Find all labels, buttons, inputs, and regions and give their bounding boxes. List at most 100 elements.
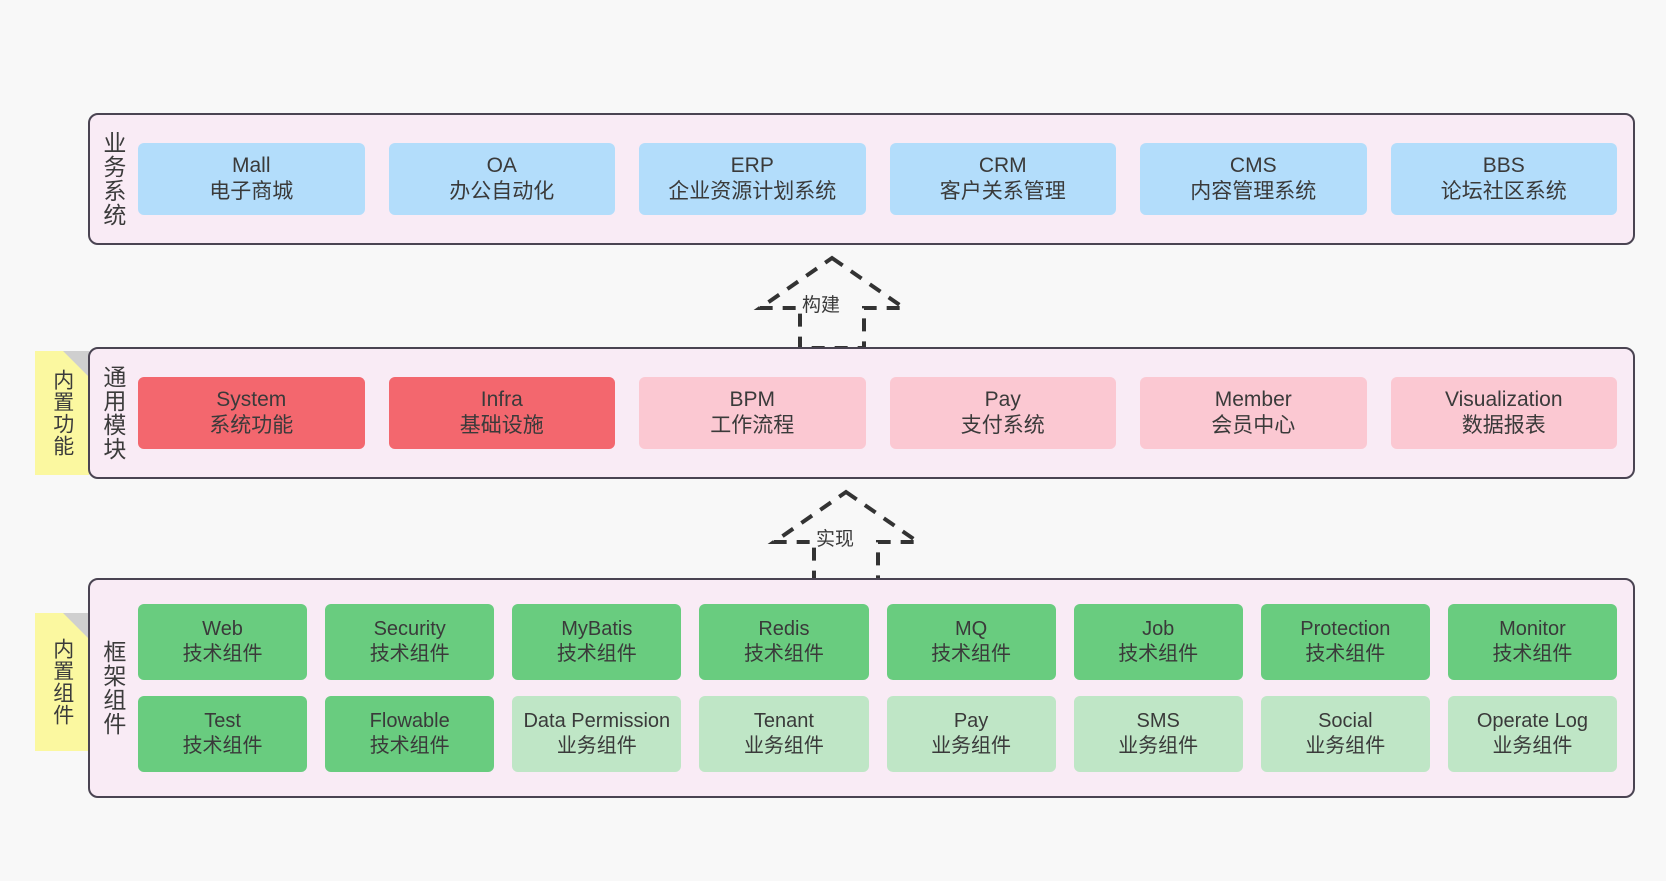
box-erp[interactable]: ERP 企业资源计划系统 [639,143,866,215]
box-infra[interactable]: Infra 基础设施 [388,377,615,449]
box-flowable[interactable]: Flowable 技术组件 [325,696,495,772]
layer-business-title: 业务系统 [99,131,126,227]
box-crm-title: CRM [978,153,1027,177]
note-builtin-components: 内置组件 [35,613,89,751]
note-builtin-functions-label: 内置功能 [50,369,74,457]
box-protection-sub: 技术组件 [1305,643,1386,665]
box-web[interactable]: Web 技术组件 [138,604,308,680]
box-test-title: Test [204,710,241,732]
box-mq[interactable]: MQ 技术组件 [886,604,1056,680]
box-mybatis-title: MyBatis [561,618,633,640]
arrow-implement-shape [767,489,925,584]
box-flowable-title: Flowable [369,710,450,732]
box-bpm-sub: 工作流程 [710,414,795,437]
box-cms-title: CMS [1229,153,1277,177]
box-system-title: System [216,387,287,411]
layer-business-system: 业务系统 Mall 电子商城 OA 办公自动化 ERP 企业资源计划系统 CRM… [88,113,1635,245]
box-sms-title: SMS [1136,710,1180,732]
box-pay-component-sub: 业务组件 [931,735,1012,757]
box-security-title: Security [373,618,446,640]
box-social[interactable]: Social 业务组件 [1260,696,1430,772]
box-data-permission-sub: 业务组件 [556,735,637,757]
box-job-title: Job [1142,618,1175,640]
box-security[interactable]: Security 技术组件 [325,604,495,680]
note-fold-corner-icon [63,351,89,377]
box-erp-sub: 企业资源计划系统 [668,180,837,203]
box-member-sub: 会员中心 [1211,414,1296,437]
box-bbs-sub: 论坛社区系统 [1440,180,1567,203]
box-monitor-sub: 技术组件 [1492,643,1573,665]
box-crm-sub: 客户关系管理 [939,180,1066,203]
box-visualization-sub: 数据报表 [1461,414,1546,437]
box-infra-sub: 基础设施 [459,414,544,437]
box-flowable-sub: 技术组件 [369,735,450,757]
layer-modules-title: 通用模块 [99,365,126,461]
box-data-permission[interactable]: Data Permission 业务组件 [512,696,682,772]
box-security-sub: 技术组件 [369,643,450,665]
note-builtin-components-label: 内置组件 [50,638,74,726]
box-operate-log-title: Operate Log [1476,710,1589,732]
arrow-implement-label: 实现 [816,529,855,550]
box-cms[interactable]: CMS 内容管理系统 [1140,143,1367,215]
box-sms-sub: 业务组件 [1118,735,1199,757]
business-box-row: Mall 电子商城 OA 办公自动化 ERP 企业资源计划系统 CRM 客户关系… [138,143,1617,215]
box-pay-module-sub: 支付系统 [960,414,1045,437]
layer-framework-components: 框架组件 Web 技术组件 Security 技术组件 MyBatis 技术组件… [88,578,1635,798]
box-monitor-title: Monitor [1499,618,1566,640]
box-job-sub: 技术组件 [1118,643,1199,665]
box-mall[interactable]: Mall 电子商城 [138,143,365,215]
box-monitor[interactable]: Monitor 技术组件 [1447,604,1617,680]
note-builtin-functions: 内置功能 [35,351,89,475]
box-test-sub: 技术组件 [182,735,263,757]
box-test[interactable]: Test 技术组件 [138,696,308,772]
arrow-implement: 实现 [756,486,936,584]
box-protection-title: Protection [1300,618,1391,640]
box-system[interactable]: System 系统功能 [138,377,365,449]
box-protection[interactable]: Protection 技术组件 [1260,604,1430,680]
box-redis-sub: 技术组件 [743,643,824,665]
box-mybatis-sub: 技术组件 [556,643,637,665]
box-mall-sub: 电子商城 [209,180,294,203]
layer-modules-body: System 系统功能 Infra 基础设施 BPM 工作流程 Pay 支付系统… [134,349,1633,477]
box-bbs-title: BBS [1482,153,1525,177]
arrow-build-label: 构建 [802,295,841,316]
box-system-sub: 系统功能 [209,414,294,437]
box-oa-sub: 办公自动化 [449,180,555,203]
box-operate-log[interactable]: Operate Log 业务组件 [1447,696,1617,772]
framework-box-row-2: Test 技术组件 Flowable 技术组件 Data Permission … [138,696,1617,772]
box-pay-component[interactable]: Pay 业务组件 [886,696,1056,772]
layer-framework-title: 框架组件 [99,640,126,736]
box-tenant[interactable]: Tenant 业务组件 [699,696,869,772]
box-pay-module-title: Pay [984,387,1021,411]
box-web-title: Web [202,618,243,640]
box-oa-title: OA [486,153,517,177]
box-social-sub: 业务组件 [1305,735,1386,757]
box-bbs[interactable]: BBS 论坛社区系统 [1390,143,1617,215]
box-crm[interactable]: CRM 客户关系管理 [889,143,1116,215]
box-tenant-sub: 业务组件 [743,735,824,757]
box-erp-title: ERP [730,153,774,177]
note-fold-corner-icon [63,613,89,639]
box-job[interactable]: Job 技术组件 [1073,604,1243,680]
box-infra-title: Infra [480,387,523,411]
box-member[interactable]: Member 会员中心 [1140,377,1367,449]
arrow-build: 构建 [742,252,922,350]
box-tenant-title: Tenant [753,710,814,732]
box-member-title: Member [1214,387,1292,411]
framework-box-row-1: Web 技术组件 Security 技术组件 MyBatis 技术组件 Redi… [138,604,1617,680]
box-mq-title: MQ [954,618,988,640]
box-visualization-title: Visualization [1444,387,1563,411]
box-pay-module[interactable]: Pay 支付系统 [889,377,1116,449]
box-social-title: Social [1318,710,1373,732]
box-mq-sub: 技术组件 [931,643,1012,665]
box-sms[interactable]: SMS 业务组件 [1073,696,1243,772]
layer-common-modules: 通用模块 System 系统功能 Infra 基础设施 BPM 工作流程 Pay… [88,347,1635,479]
box-data-permission-title: Data Permission [523,710,671,732]
layer-business-body: Mall 电子商城 OA 办公自动化 ERP 企业资源计划系统 CRM 客户关系… [134,115,1633,243]
box-bpm[interactable]: BPM 工作流程 [639,377,866,449]
box-redis[interactable]: Redis 技术组件 [699,604,869,680]
box-mybatis[interactable]: MyBatis 技术组件 [512,604,682,680]
box-visualization[interactable]: Visualization 数据报表 [1390,377,1617,449]
box-oa[interactable]: OA 办公自动化 [388,143,615,215]
